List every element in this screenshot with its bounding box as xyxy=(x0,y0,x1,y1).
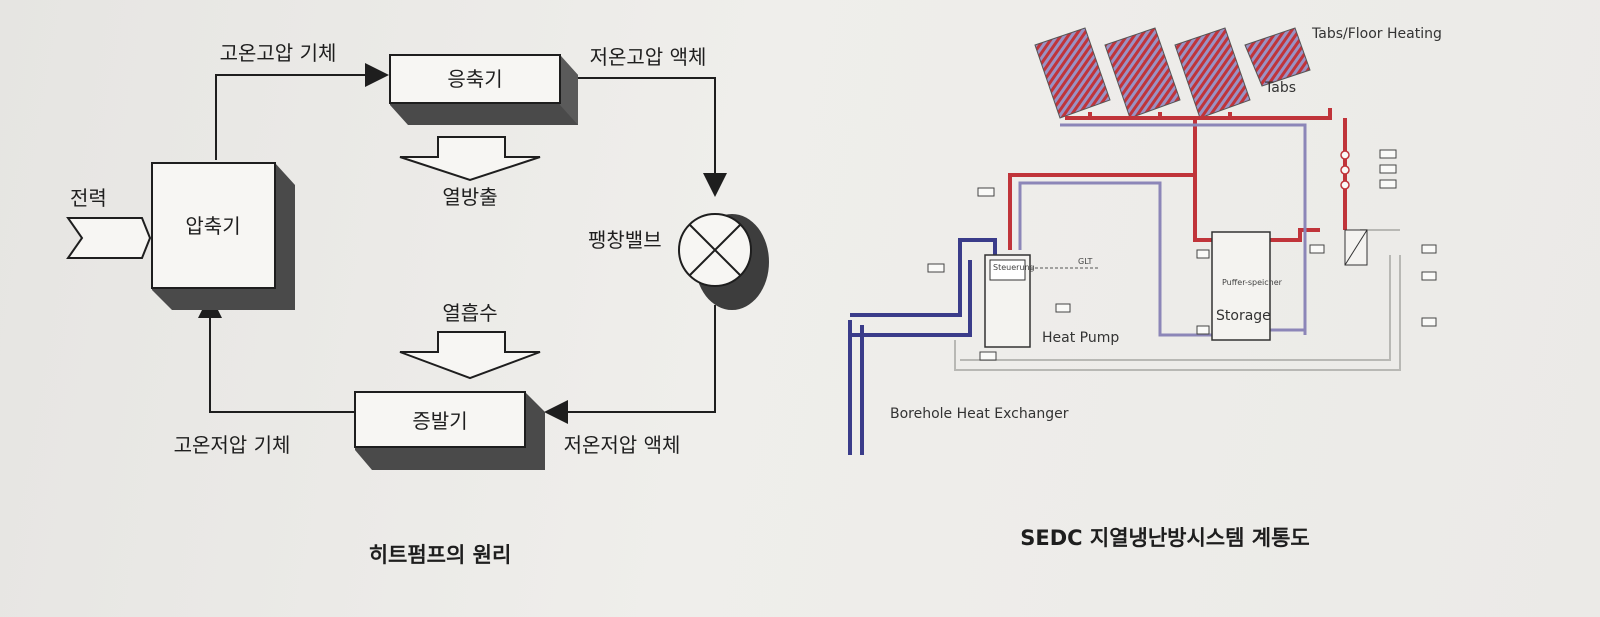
glt-label: GLT xyxy=(1078,257,1093,266)
storage-label: Storage xyxy=(1216,308,1271,324)
return-pipes xyxy=(1018,123,1307,337)
expansion-valve xyxy=(678,213,769,310)
storage-small-label: Puffer-speicher xyxy=(1222,278,1283,287)
compressor-box: 압축기 xyxy=(151,162,295,310)
sensor-boxes xyxy=(927,149,1437,361)
expansion-valve-label: 팽창밸브 xyxy=(588,228,662,252)
supply-pipes xyxy=(1008,108,1347,250)
refrigerant-loop xyxy=(198,63,727,424)
power-input-arrow xyxy=(66,217,152,259)
floor-heating-label: Tabs/Floor Heating xyxy=(1311,26,1442,42)
evaporator-box: 증발기 xyxy=(354,391,545,470)
valves xyxy=(1340,150,1350,190)
low-temp-low-pressure-liquid-label: 저온저압 액체 xyxy=(564,433,681,457)
borehole-label: Borehole Heat Exchanger xyxy=(890,406,1069,422)
condenser-box: 응축기 xyxy=(389,54,578,125)
heat-release-arrow xyxy=(399,136,541,182)
left-diagram-caption: 히트펌프의 원리 xyxy=(369,543,512,567)
floor-heating-panels xyxy=(1034,27,1311,119)
heat-pump-unit: Steuerung xyxy=(984,254,1035,348)
high-temp-high-pressure-gas-label: 고온고압 기체 xyxy=(220,41,337,65)
heat-pump-label: Heat Pump xyxy=(1042,330,1119,346)
compressor-label: 압축기 xyxy=(185,214,240,238)
condenser-label: 응축기 xyxy=(447,67,502,91)
low-temp-high-pressure-liquid-label: 저온고압 액체 xyxy=(590,45,707,69)
controller-label: Steuerung xyxy=(993,263,1035,272)
storage-tank: Puffer-speicher Storage xyxy=(1211,231,1283,341)
heat-absorption-arrow xyxy=(399,331,541,380)
sedc-system-diagram: Tabs/Floor Heating Tabs xyxy=(848,26,1442,550)
tabs-label: Tabs xyxy=(1264,80,1296,96)
right-diagram-caption: SEDC 지열냉난방시스템 계통도 xyxy=(1020,526,1309,550)
evaporator-label: 증발기 xyxy=(412,409,467,433)
heat-absorption-label: 열흡수 xyxy=(442,301,497,325)
heat-pump-principle-diagram: 응축기 압축기 증발기 팽창밸브 전력 열 xyxy=(66,41,769,567)
high-temp-low-pressure-gas-label: 고온저압 기체 xyxy=(174,433,291,457)
borehole-pipes xyxy=(848,238,997,455)
power-label: 전력 xyxy=(70,186,107,210)
heat-release-label: 열방출 xyxy=(442,185,497,209)
